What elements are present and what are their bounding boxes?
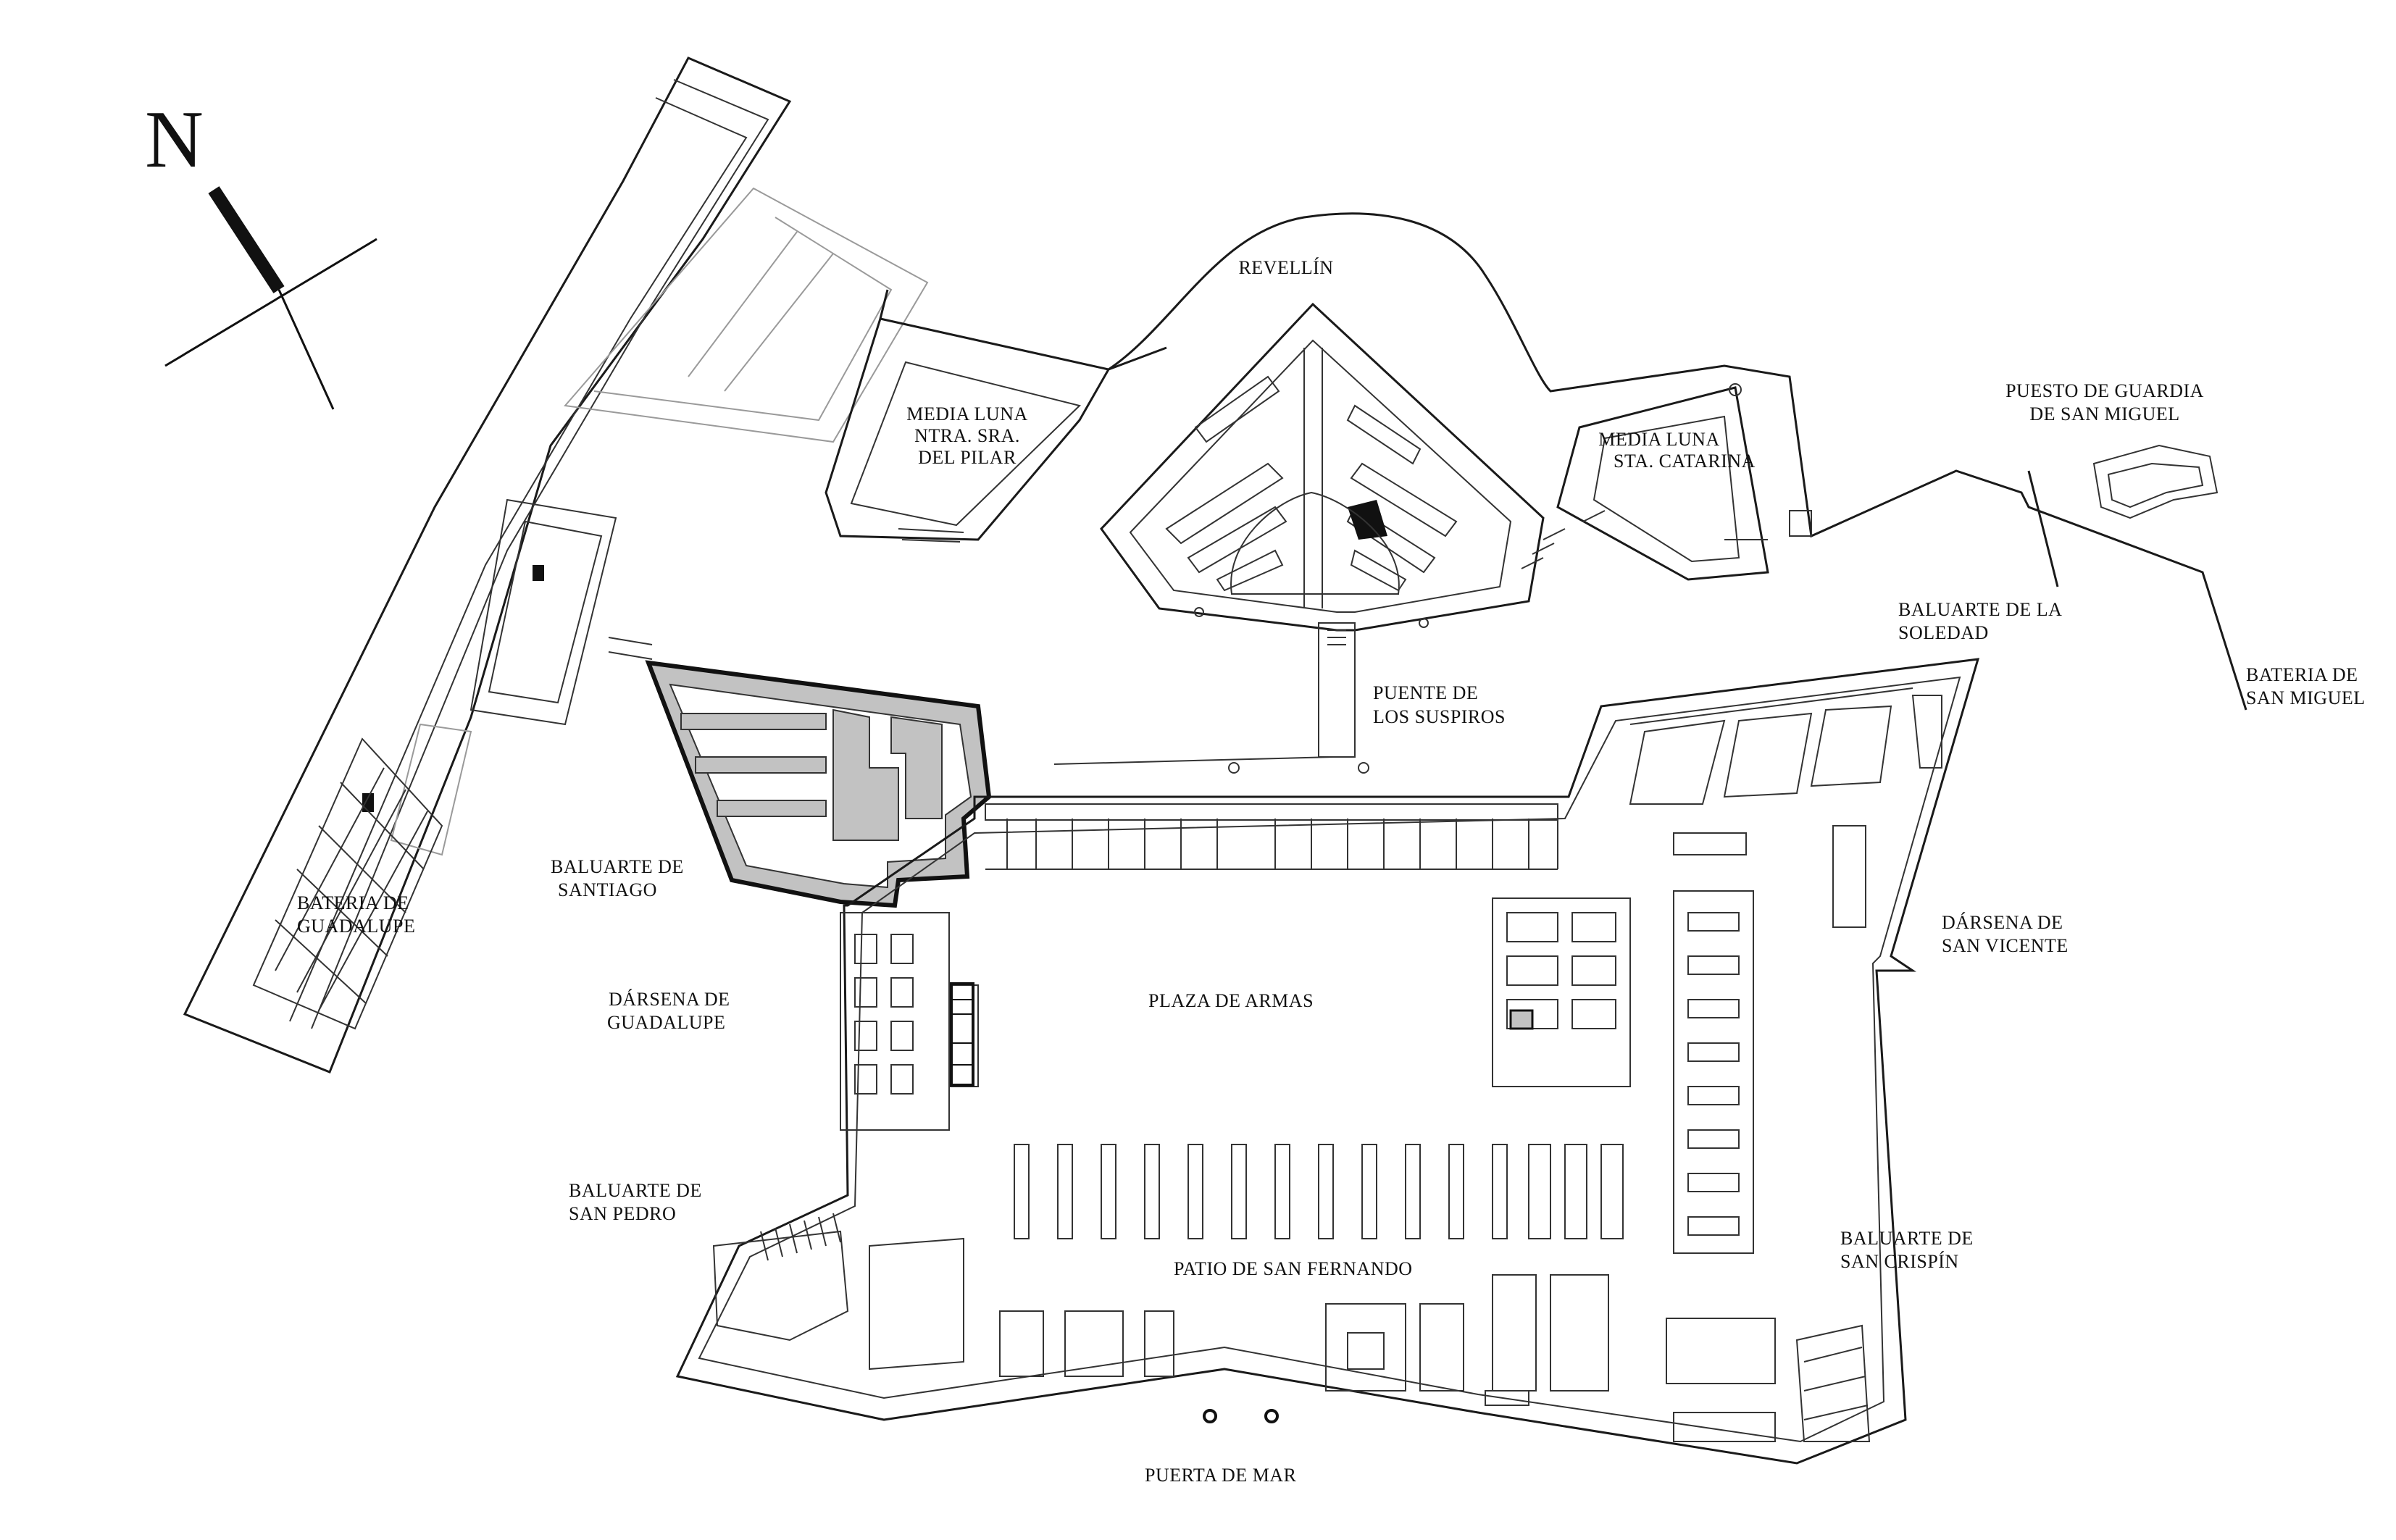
label-patio-san-fernando: PATIO DE SAN FERNANDO xyxy=(1174,1258,1413,1279)
label-baluarte-san-crispin-2: SAN CRISPÍN xyxy=(1840,1251,1959,1272)
label-baluarte-san-crispin-1: BALUARTE DE xyxy=(1840,1228,1974,1249)
label-darsena-san-vicente-1: DÁRSENA DE xyxy=(1942,912,2063,933)
label-darsena-guadalupe-1: DÁRSENA DE xyxy=(609,989,730,1010)
label-baluarte-santiago-1: BALUARTE DE xyxy=(551,856,684,877)
label-media-luna-pilar-1: MEDIA LUNA xyxy=(906,403,1028,424)
puesto-guardia-building xyxy=(2092,444,2218,519)
east-barracks xyxy=(1492,890,1754,1254)
label-bateria-guadalupe-2: GUADALUPE xyxy=(297,916,415,937)
south-range-rooms xyxy=(712,1230,1871,1442)
label-revellin: REVELLÍN xyxy=(1238,257,1333,278)
label-media-luna-pilar-2: NTRA. SRA. xyxy=(914,425,1020,446)
label-bateria-san-miguel-2: SAN MIGUEL xyxy=(2246,687,2366,708)
label-puesto-guardia-2: DE SAN MIGUEL xyxy=(2029,403,2179,424)
battery-grid xyxy=(252,737,443,1030)
label-bateria-san-miguel-1: BATERIA DE xyxy=(2246,664,2358,685)
label-puente-suspiros-1: PUENTE DE xyxy=(1373,682,1478,703)
label-puente-suspiros-2: LOS SUSPIROS xyxy=(1373,706,1506,727)
label-plaza-armas: PLAZA DE ARMAS xyxy=(1148,990,1314,1011)
label-baluarte-san-pedro-2: SAN PEDRO xyxy=(569,1203,676,1224)
label-bateria-guadalupe-1: BATERIA DE xyxy=(297,892,409,913)
main-fortress xyxy=(675,658,1980,1465)
north-arrow-icon: N xyxy=(145,95,377,410)
outer-covered-way xyxy=(1108,212,2247,711)
san-pedro-steps xyxy=(760,1213,841,1261)
label-darsena-guadalupe-2: GUADALUPE xyxy=(607,1012,725,1033)
plan-labels: REVELLÍN MEDIA LUNA NTRA. SRA. DEL PILAR… xyxy=(297,257,2366,1486)
label-media-luna-catarina-1: MEDIA LUNA xyxy=(1598,429,1720,450)
label-darsena-san-vicente-2: SAN VICENTE xyxy=(1942,935,2069,956)
label-baluarte-soledad-1: BALUARTE DE LA xyxy=(1898,599,2062,620)
label-puerta-mar: PUERTA DE MAR xyxy=(1145,1465,1297,1486)
north-casemates xyxy=(985,803,1558,870)
north-west-arm xyxy=(183,57,929,1074)
label-baluarte-soledad-2: SOLEDAD xyxy=(1898,622,1989,643)
label-baluarte-san-pedro-1: BALUARTE DE xyxy=(569,1180,702,1201)
label-media-luna-catarina-2: STA. CATARINA xyxy=(1614,451,1756,472)
central-barracks xyxy=(1014,1144,1624,1239)
label-media-luna-pilar-3: DEL PILAR xyxy=(918,447,1017,468)
label-baluarte-santiago-2: SANTIAGO xyxy=(558,879,657,900)
revellin xyxy=(1100,302,1545,632)
media-luna-catarina xyxy=(1521,383,1812,581)
puente-suspiros-bridge xyxy=(1053,622,1369,774)
label-puesto-guardia-1: PUESTO DE GUARDIA xyxy=(2005,380,2204,401)
east-bastion-rooms xyxy=(1629,687,1942,928)
north-letter: N xyxy=(145,95,204,185)
baluarte-santiago xyxy=(645,660,992,908)
